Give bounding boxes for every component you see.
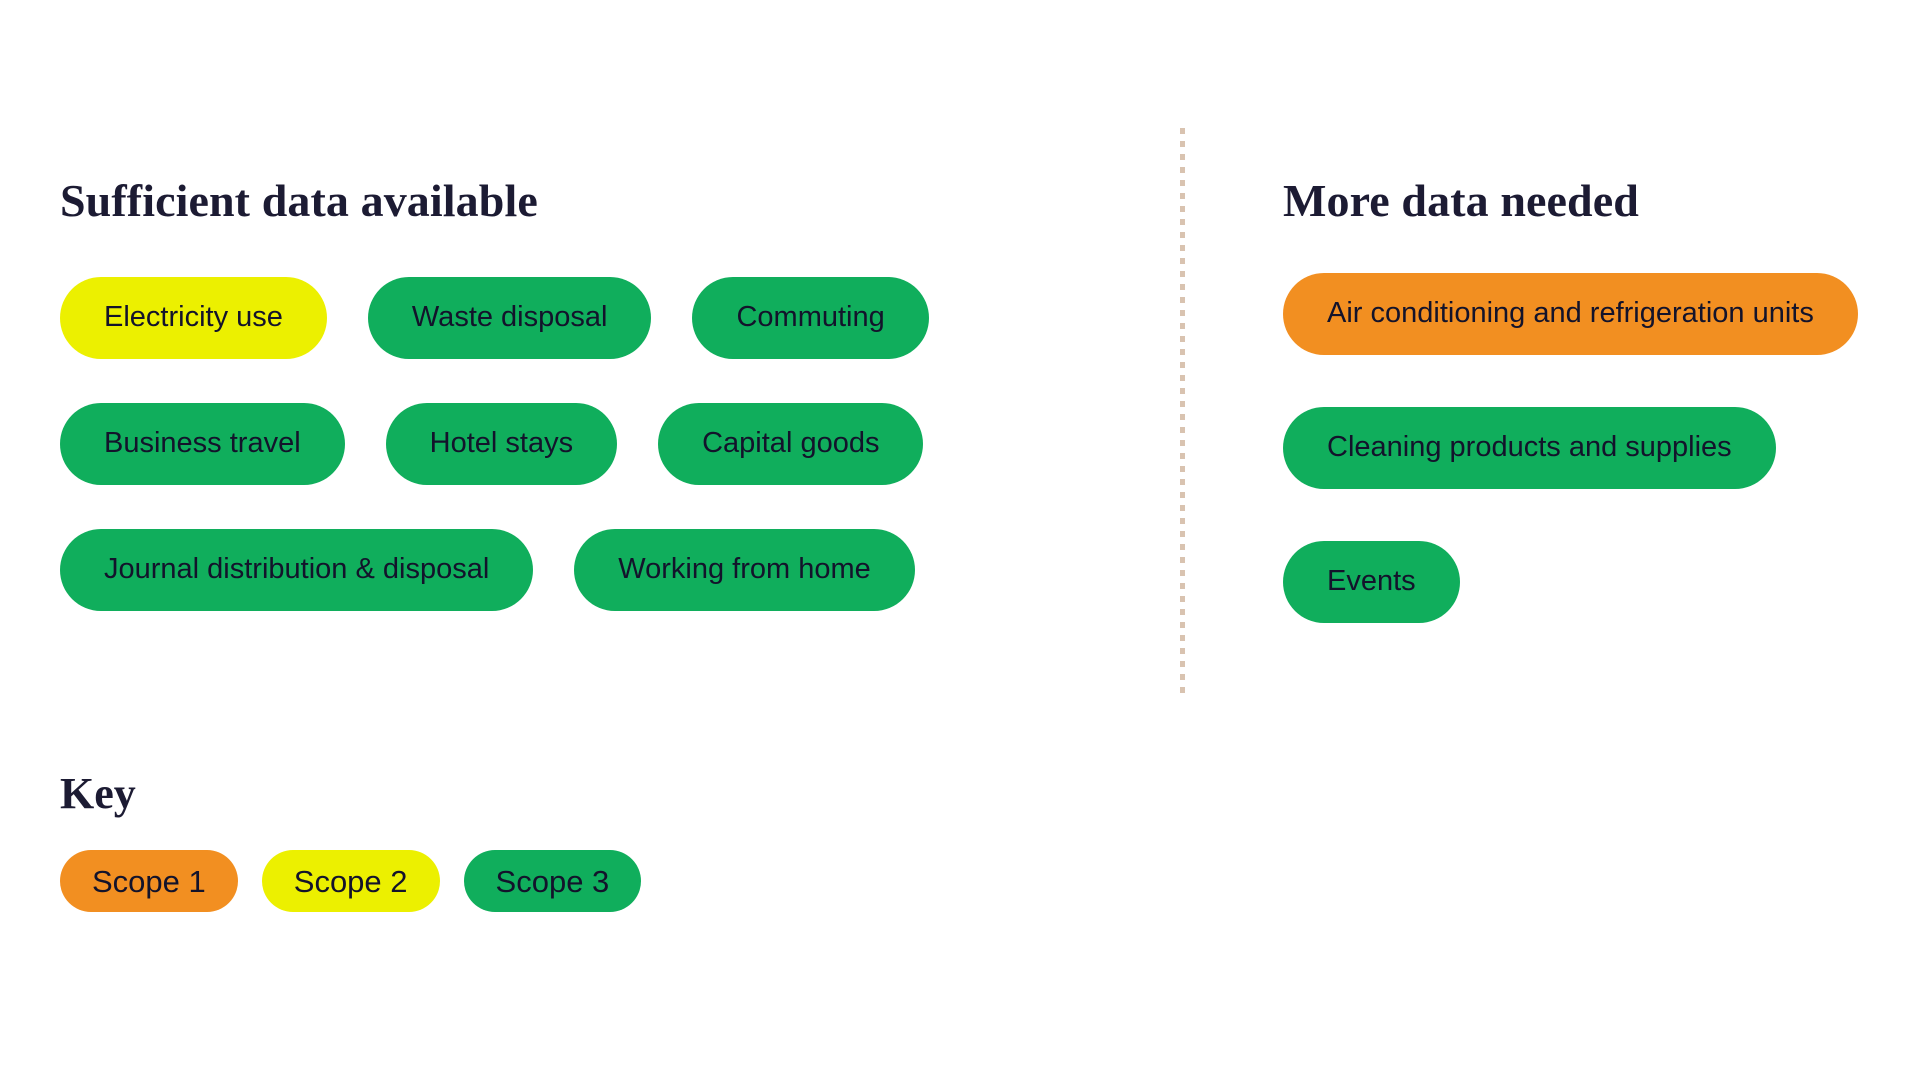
pill-label: Commuting [736,301,885,334]
sufficient-data-heading: Sufficient data available [60,175,538,226]
key-item-scope-2[interactable]: Scope 2 [261,850,440,913]
more-data-needed-heading: More data needed [1283,175,1639,226]
pill-cleaning-products-supplies[interactable]: Cleaning products and supplies [1283,406,1776,489]
pill-label: Capital goods [702,427,880,460]
pill-row-1: Electricity use Waste disposal Commuting [60,276,1140,359]
pill-waste-disposal[interactable]: Waste disposal [367,276,652,359]
pill-working-from-home[interactable]: Working from home [574,528,915,611]
pill-events[interactable]: Events [1283,540,1460,623]
key-heading: Key [60,769,136,818]
pill-journal-distribution-disposal[interactable]: Journal distribution & disposal [60,528,534,611]
pill-label: Hotel stays [429,427,574,460]
key-item-label: Scope 3 [495,863,610,899]
pill-label: Electricity use [104,301,283,334]
more-data-needed-column: More data needed Air conditioning and re… [1283,175,1883,623]
pill-hotel-stays[interactable]: Hotel stays [385,402,618,485]
key-legend: Key Scope 1 Scope 2 Scope 3 [60,769,960,913]
key-item-scope-3[interactable]: Scope 3 [463,850,642,913]
pill-label: Air conditioning and refrigeration units [1327,297,1814,330]
pill-electricity-use[interactable]: Electricity use [60,276,327,359]
pill-business-travel[interactable]: Business travel [60,402,345,485]
pill-label: Journal distribution & disposal [104,553,490,586]
key-items-row: Scope 1 Scope 2 Scope 3 [60,850,960,913]
more-data-pill-stack: Air conditioning and refrigeration units… [1283,272,1883,623]
pill-row-3: Journal distribution & disposal Working … [60,528,1140,611]
pill-label: Working from home [618,553,871,586]
pill-label: Business travel [104,427,301,460]
sufficient-data-column: Sufficient data available Electricity us… [60,175,1140,611]
key-item-label: Scope 2 [293,863,408,899]
pill-label: Cleaning products and supplies [1327,431,1732,464]
pill-row-2: Business travel Hotel stays Capital good… [60,402,1140,485]
column-divider [1180,128,1185,700]
pill-label: Events [1327,565,1416,598]
key-item-label: Scope 1 [92,863,206,899]
pill-air-conditioning-refrigeration-units[interactable]: Air conditioning and refrigeration units [1283,272,1858,355]
pill-capital-goods[interactable]: Capital goods [658,402,924,485]
key-item-scope-1[interactable]: Scope 1 [60,850,238,913]
pill-commuting[interactable]: Commuting [692,276,929,359]
pill-label: Waste disposal [411,301,608,334]
